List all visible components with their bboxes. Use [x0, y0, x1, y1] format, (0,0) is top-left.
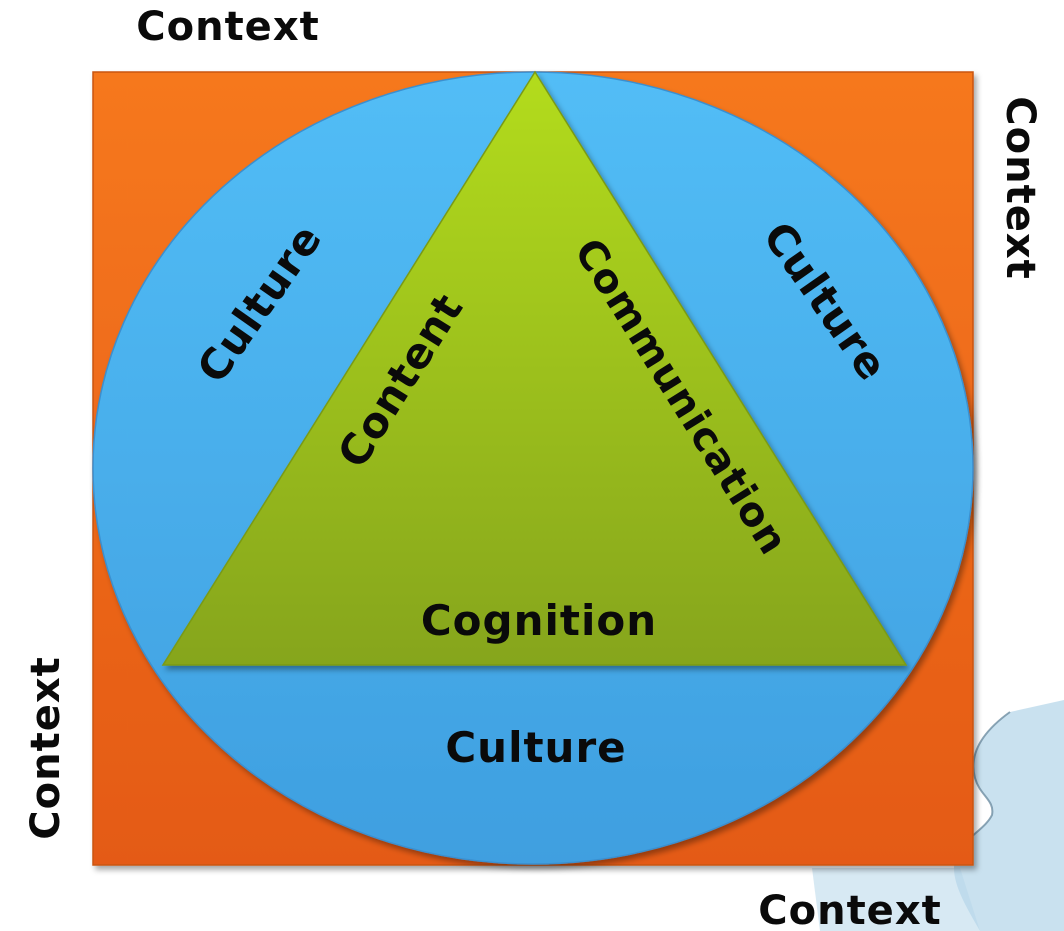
four-cs-triangle: [161, 70, 908, 666]
culture-label-bottom: Culture: [445, 723, 626, 772]
context-label-top: Context: [136, 4, 319, 50]
context-label-left: Context: [23, 656, 69, 839]
cognition-label: Cognition: [421, 596, 657, 645]
context-label-right: Context: [997, 96, 1043, 279]
context-label-bottom: Context: [758, 888, 941, 931]
head-silhouette-decoration: [812, 700, 1064, 931]
